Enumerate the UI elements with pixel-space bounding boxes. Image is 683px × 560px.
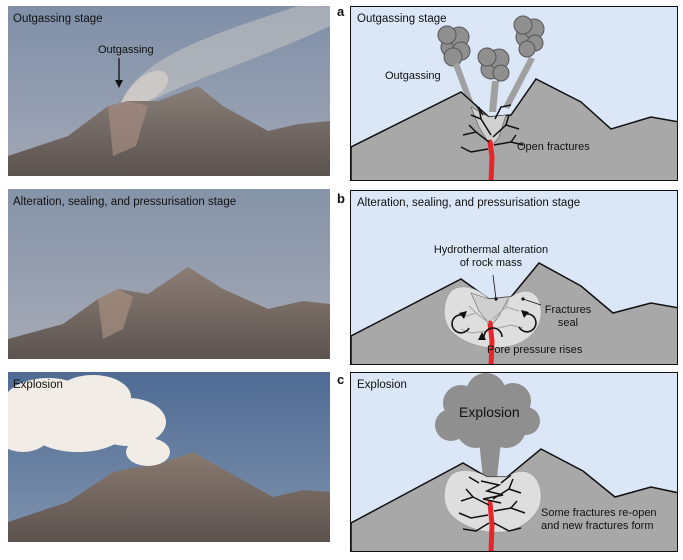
outgassing-annotation: Outgassing xyxy=(98,44,154,56)
outgassing-label: Outgassing xyxy=(385,70,441,82)
fractures-reopen-line-2: and new fractures form xyxy=(541,520,654,532)
explosion-cloud-icon xyxy=(435,373,540,448)
panel-title: Alteration, sealing, and pressurisation … xyxy=(357,197,581,209)
photo-explosion: Explosion xyxy=(8,372,330,542)
fractures-reopen-line-1: Some fractures re-open xyxy=(541,507,657,519)
pore-pressure-label: Pore pressure rises xyxy=(487,344,583,356)
fractures-seal-line-1: Fractures xyxy=(544,304,592,316)
arrow-down-icon xyxy=(115,58,123,88)
panel-c-explosion: Explosion Explosion Some fractures re-op… xyxy=(350,372,678,552)
hydrothermal-label: Hydrothermal alteration of rock mass xyxy=(401,244,581,270)
hydrothermal-line-2: of rock mass xyxy=(459,257,523,269)
photo-outgassing-stage: Outgassing stage Outgassing xyxy=(8,6,330,176)
panel-a-outgassing: Outgassing stage Outgassing Open fractur… xyxy=(350,6,678,181)
panel-a-diagram xyxy=(351,15,677,180)
fractures-reopen-label: Some fractures re-open and new fractures… xyxy=(541,507,657,533)
explosion-label: Explosion xyxy=(459,404,520,420)
volcano-photo-1 xyxy=(8,6,330,176)
panel-title: Outgassing stage xyxy=(357,13,447,25)
plume-icon xyxy=(437,15,545,82)
hydrothermal-line-1: Hydrothermal alteration xyxy=(433,244,549,256)
open-fractures-label: Open fractures xyxy=(517,141,590,153)
fractures-seal-line-2: seal xyxy=(557,317,579,329)
panel-c-diagram xyxy=(351,373,677,551)
volcano-photo-2 xyxy=(8,189,330,359)
fractures-seal-label: Fractures seal xyxy=(537,304,599,330)
panel-title: Explosion xyxy=(357,379,407,391)
photo-title: Explosion xyxy=(13,379,63,391)
panel-letter-a: a xyxy=(337,4,345,19)
photo-alteration-stage: Alteration, sealing, and pressurisation … xyxy=(8,189,330,359)
panel-b-diagram xyxy=(351,262,677,364)
panel-b-alteration: Alteration, sealing, and pressurisation … xyxy=(350,190,678,365)
volcano-photo-3 xyxy=(8,372,330,542)
panel-letter-c: c xyxy=(337,372,345,387)
photo-title: Outgassing stage xyxy=(13,13,103,25)
photo-title: Alteration, sealing, and pressurisation … xyxy=(13,196,237,208)
panel-letter-b: b xyxy=(337,191,345,206)
